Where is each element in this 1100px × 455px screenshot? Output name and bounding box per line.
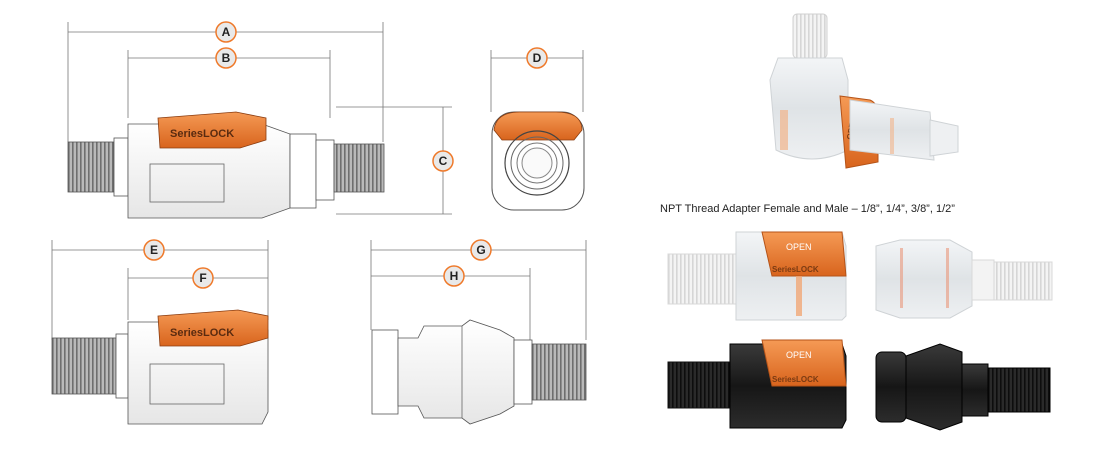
svg-text:SeriesLOCK: SeriesLOCK (170, 327, 234, 339)
svg-text:H: H (450, 269, 459, 283)
svg-text:B: B (222, 51, 231, 65)
svg-text:SeriesLOCK: SeriesLOCK (772, 265, 819, 274)
drawing-male-adapter: G H (370, 239, 587, 425)
photo-clear-male-adapter (875, 239, 1053, 319)
dimension-label-a: A (215, 21, 237, 43)
photo-clear-female-adapter: OPEN SeriesLOCK (667, 231, 847, 321)
svg-text:SeriesLOCK: SeriesLOCK (170, 128, 234, 140)
dimension-label-e: E (143, 239, 165, 261)
svg-text:D: D (533, 51, 542, 65)
dimension-label-g: G (470, 239, 492, 261)
dimension-label-h: H (443, 265, 465, 287)
dimension-label-f: F (192, 267, 214, 289)
photo-caption: NPT Thread Adapter Female and Male – 1/8… (660, 203, 955, 215)
svg-text:F: F (199, 271, 206, 285)
svg-text:SeriesLOCK: SeriesLOCK (772, 375, 819, 384)
photo-black-male-adapter (875, 343, 1051, 431)
photo-black-female-adapter: OPEN SeriesLOCK (667, 339, 847, 429)
dimension-label-c: C (432, 150, 454, 172)
svg-text:OPEN: OPEN (786, 242, 812, 252)
svg-text:OPEN: OPEN (786, 350, 812, 360)
photo-clear-coupling-pair: OPEN (769, 13, 959, 169)
drawing-side-view-bottom: E F SeriesLOCK (51, 239, 269, 425)
dimension-label-b: B (215, 47, 237, 69)
svg-text:C: C (439, 154, 448, 168)
drawing-end-view: D (490, 47, 585, 211)
svg-text:G: G (476, 243, 485, 257)
svg-text:A: A (222, 25, 231, 39)
drawing-side-view-top: A B C SeriesLOCK (67, 21, 454, 219)
svg-text:E: E (150, 243, 158, 257)
dimension-label-d: D (526, 47, 548, 69)
